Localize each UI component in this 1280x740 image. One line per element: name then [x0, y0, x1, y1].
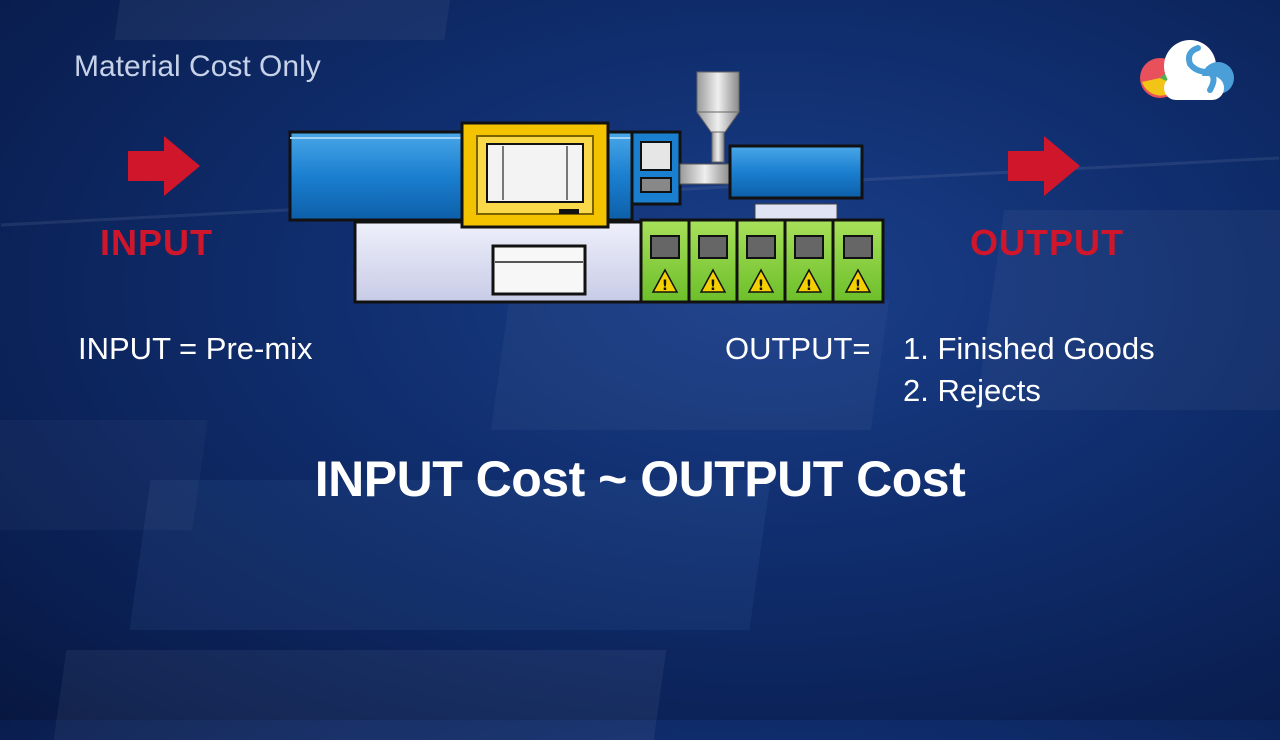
output-item-rejects: 2. Rejects [903, 373, 1041, 408]
output-label: OUTPUT [970, 222, 1124, 263]
headline: INPUT Cost ~ OUTPUT Cost [314, 451, 966, 507]
svg-text:!: ! [758, 278, 764, 294]
svg-text:!: ! [855, 278, 861, 294]
injection-molding-machine-icon: ! ! ! ! ! [288, 71, 885, 304]
right-arrow-icon [128, 136, 200, 196]
input-equation: INPUT = Pre-mix [78, 331, 313, 366]
input-label: INPUT [100, 222, 213, 263]
cloud-logo-icon [1140, 40, 1234, 100]
svg-text:!: ! [806, 278, 812, 294]
output-item-finished-goods: 1. Finished Goods [903, 331, 1155, 366]
background-panel [53, 650, 667, 740]
right-arrow-icon [1008, 136, 1080, 196]
slide-subtitle: Material Cost Only [74, 50, 321, 83]
background-panel [114, 0, 456, 40]
output-equation: OUTPUT= [725, 331, 871, 366]
svg-text:!: ! [710, 278, 716, 294]
svg-text:!: ! [662, 278, 668, 294]
